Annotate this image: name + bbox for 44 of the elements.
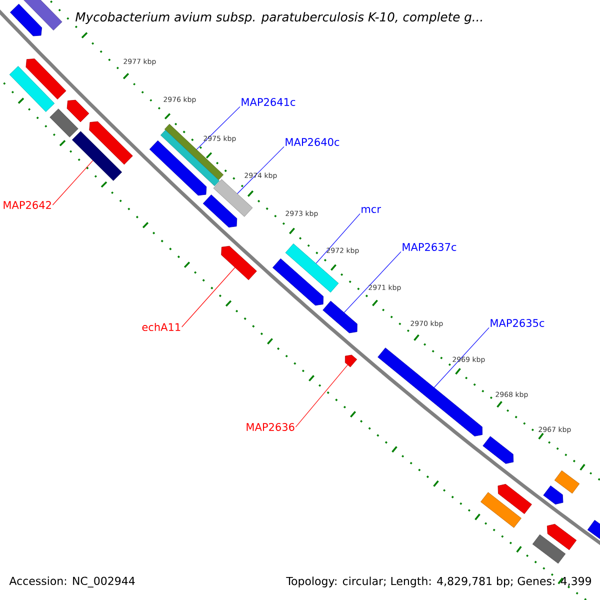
gene-feature [149,140,207,196]
gene-label: MAP2640c [286,138,340,146]
leader-line [182,267,236,328]
gene-label: MAP2636 [246,423,294,431]
gene-feature [546,524,577,550]
gene-feature [322,300,358,334]
gene-bar [72,131,122,181]
gene-label: MAP2635c [490,319,544,327]
gene-feature [344,354,358,368]
gene-label: echA11 [142,322,180,332]
gene-bar [22,0,62,30]
leader-line [237,146,284,194]
gene-feature [221,246,257,280]
leader-line [295,364,348,428]
gene-label: MAP2637c [402,243,456,251]
gene-feature [482,436,514,464]
leader-line [434,327,490,388]
gene-bar [50,108,78,138]
summary-text: Topology: circular; Length: 4,829,781 bp; Genes: 4,399 [286,576,592,588]
gene-bar [554,470,580,494]
leader-line [196,106,240,150]
gene-feature [66,100,90,122]
gene-feature [202,194,238,228]
gene-bar [480,492,522,528]
gene-bar [9,66,55,112]
gene-feature [498,484,532,514]
gene-label: MAP2641c [242,98,296,106]
gene-feature [10,4,42,36]
gene-bar [164,124,224,180]
gene-feature [587,520,600,540]
gene-label: MAP2642 [4,201,51,209]
gene-feature [26,58,66,100]
gene-bar [160,130,220,186]
gene-feature [89,121,133,165]
leader-line [344,251,402,313]
leader-line [52,160,94,206]
gene-label: mcr [362,207,382,213]
gene-feature [543,486,564,504]
accession-text: Accession: NC_002944 [9,576,135,588]
title: Mycobacterium avium subsp. paratuberculosis K-10, complete g... [76,12,482,24]
gene-bar [213,179,253,217]
leader-line [316,213,360,264]
gene-bar [532,534,566,564]
gene-feature [272,258,324,306]
